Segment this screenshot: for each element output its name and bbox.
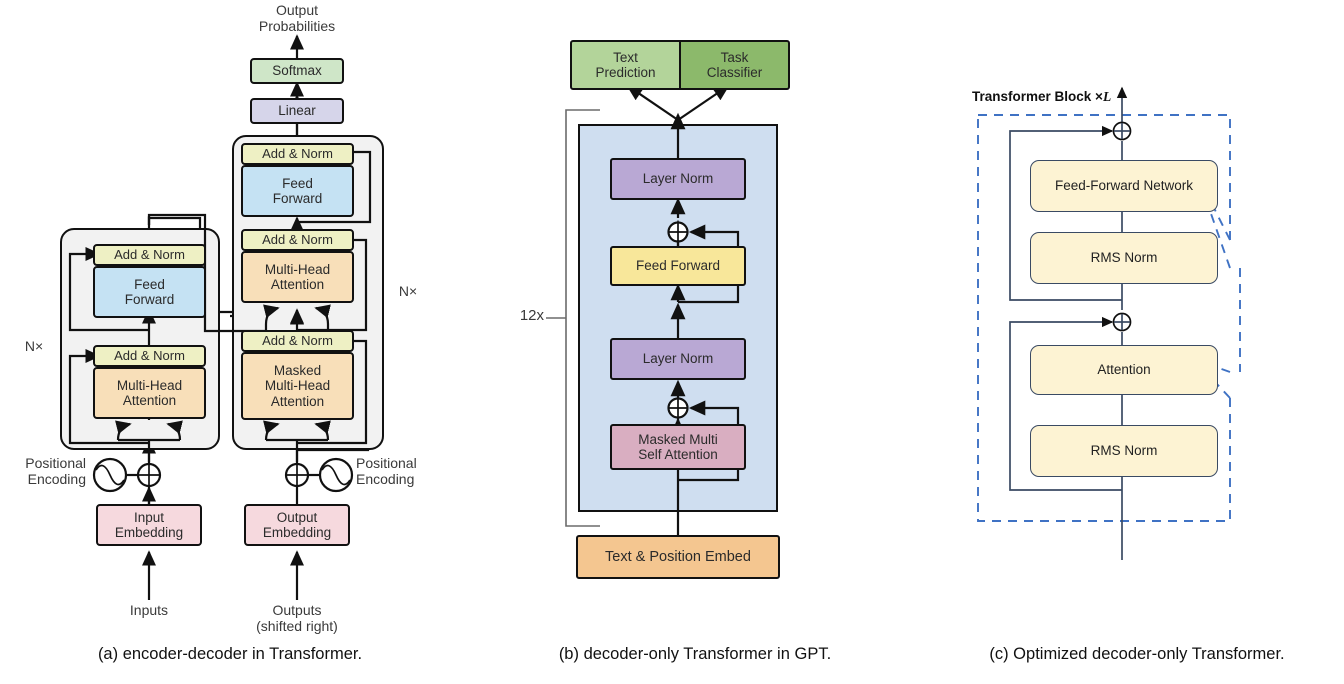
caption-panel-a: (a) encoder-decoder in Transformer. — [97, 645, 363, 663]
node-decoder-add-norm-bottom[interactable]: Add & Norm — [241, 330, 354, 352]
node-decoder-multi-head-attention[interactable]: Multi-Head Attention — [241, 251, 354, 303]
node-text-position-embed[interactable]: Text & Position Embed — [576, 535, 780, 579]
node-encoder-add-norm-top[interactable]: Add & Norm — [93, 244, 206, 266]
node-encoder-multi-head-attention[interactable]: Multi-Head Attention — [93, 367, 206, 419]
node-decoder-add-norm-mid[interactable]: Add & Norm — [241, 229, 354, 251]
node-linear[interactable]: Linear — [250, 98, 344, 124]
label-block-repeat-12x: 12x — [519, 307, 544, 324]
label-inputs: Inputs — [129, 602, 169, 618]
node-feed-forward-network[interactable]: Feed-Forward Network — [1030, 160, 1218, 212]
node-decoder-feed-forward[interactable]: Feed Forward — [241, 165, 354, 217]
node-output-embedding[interactable]: Output Embedding — [244, 504, 350, 546]
node-rms-norm-top[interactable]: RMS Norm — [1030, 232, 1218, 284]
label-positional-encoding-left: Positional Encoding — [25, 455, 86, 488]
node-encoder-feed-forward[interactable]: Feed Forward — [93, 266, 206, 318]
panel-b: Text Prediction Task Classifier Layer No… — [460, 0, 930, 684]
node-rms-norm-bottom[interactable]: RMS Norm — [1030, 425, 1218, 477]
layer-count-symbol: L — [1102, 89, 1112, 104]
node-softmax[interactable]: Softmax — [250, 58, 344, 84]
panel-c: Feed-Forward Network RMS Norm Attention … — [930, 0, 1344, 684]
transformer-block-title-text: Transformer Block — [972, 89, 1096, 104]
caption-panel-b: (b) decoder-only Transformer in GPT. — [558, 645, 832, 663]
node-attention[interactable]: Attention — [1030, 345, 1218, 395]
multiply-sign: × — [1095, 89, 1103, 104]
node-encoder-add-norm-bottom[interactable]: Add & Norm — [93, 345, 206, 367]
node-decoder-masked-multi-head-attention[interactable]: Masked Multi-Head Attention — [241, 352, 354, 420]
panel-a-wires-front — [68, 98, 372, 462]
node-task-classifier[interactable]: Task Classifier — [680, 40, 790, 90]
node-text-prediction[interactable]: Text Prediction — [570, 40, 680, 90]
node-layer-norm-top[interactable]: Layer Norm — [610, 158, 746, 200]
label-outputs: Outputs (shifted right) — [256, 602, 338, 635]
label-decoder-repeat: N× — [398, 283, 418, 299]
label-encoder-repeat: N× — [24, 338, 44, 354]
caption-panel-c: (c) Optimized decoder-only Transformer. — [989, 645, 1285, 663]
node-layer-norm-bottom[interactable]: Layer Norm — [610, 338, 746, 380]
node-input-embedding[interactable]: Input Embedding — [96, 504, 202, 546]
transformer-block-title: Transformer Block ×L — [972, 89, 1111, 105]
label-positional-encoding-right: Positional Encoding — [356, 455, 417, 488]
node-decoder-add-norm-top[interactable]: Add & Norm — [241, 143, 354, 165]
label-output-probabilities: Output Probabilities — [258, 2, 336, 35]
node-feed-forward[interactable]: Feed Forward — [610, 246, 746, 286]
panel-a: Softmax Linear Add & Norm Feed Forward A… — [0, 0, 460, 684]
node-masked-multi-self-attention[interactable]: Masked Multi Self Attention — [610, 424, 746, 470]
